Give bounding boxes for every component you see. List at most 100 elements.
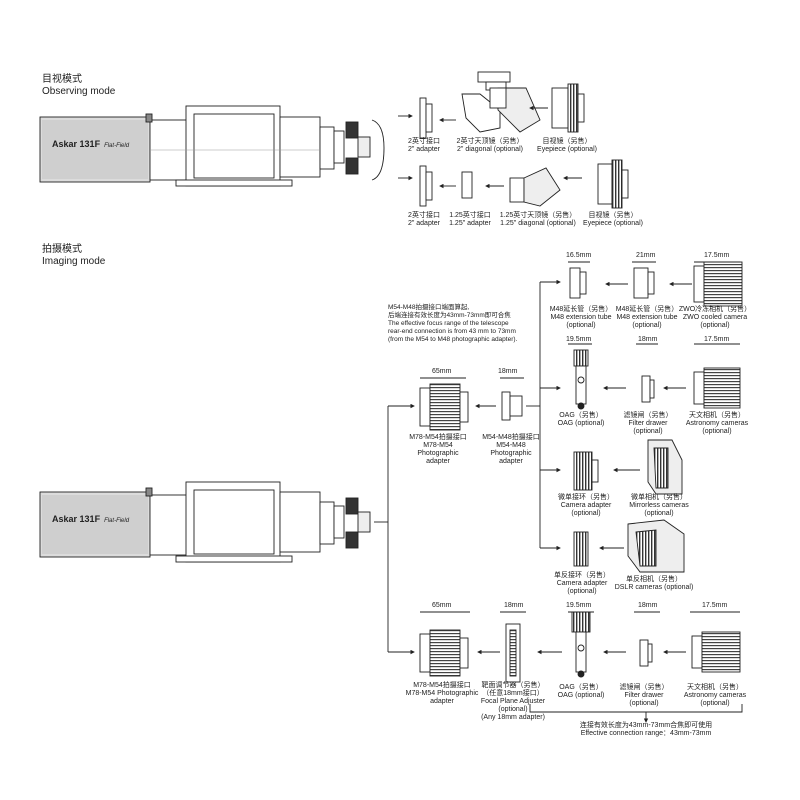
oag-top-cn: OAG（另售） <box>559 412 603 419</box>
focal-plane-cn: 靶面调节器（另售） <box>481 682 545 689</box>
m54-m48-l4: adapter <box>499 458 523 465</box>
m78-m54-adapter-top <box>419 383 469 431</box>
m78-m54-adapter-bottom <box>419 629 469 677</box>
dslr-cam-cn: 单反相机（另售） <box>626 576 682 583</box>
observing-title-cn: 目视模式 <box>42 74 82 85</box>
label-m54-m48: M54-M48拍摄接口 M54-M48 Photographic adapter <box>476 434 546 466</box>
label-ext-16-5: M48延长管（另售） M48 extension tube (optional) <box>546 306 616 330</box>
mirrorless-adapter <box>573 451 599 491</box>
focus-range-note: M54-M48拍摄接口端面算起, 后端连接有效长度为43mm-73mm即可合焦 … <box>388 304 548 344</box>
m78-bottom-l2: M78-M54 Photographic <box>405 690 479 697</box>
dslr-adapter <box>573 531 589 567</box>
dim-19-5mm-b: 19.5mm <box>566 602 592 609</box>
filter-top-en: Filter drawer <box>628 420 668 427</box>
observing-title-en: Observing mode <box>42 86 116 97</box>
filter-drawer-bottom <box>639 639 653 667</box>
adapter-top-cn: 2英寸接口 <box>408 138 440 145</box>
diagonal2-en: 2" diagonal (optional) <box>457 146 523 153</box>
telescope-imaging <box>39 481 371 563</box>
eyepiece-top-cn: 目视镜（另售） <box>542 138 592 145</box>
dslr-camera <box>627 519 685 573</box>
diagonal125-cn: 1.25英寸天顶镜（另售） <box>499 212 577 219</box>
eyepiece-top <box>551 83 585 133</box>
filter-drawer-top <box>641 375 655 403</box>
m78-bottom-l3: adapter <box>430 698 454 705</box>
brand-name: Askar <box>52 139 78 149</box>
ext21-cn: M48延长管（另售） <box>615 306 679 313</box>
telescope-observing <box>39 105 371 187</box>
zwo-cn: ZWO冷冻相机（另售） <box>678 306 752 313</box>
effective-range-bracket <box>529 704 743 713</box>
model-sub-2: Flat-Field <box>104 518 130 524</box>
label-mirrorless-camera: 微单相机（另售） Mirrorless cameras (optional) <box>622 494 696 518</box>
note-line-1: M54-M48拍摄接口端面算起, <box>388 304 470 311</box>
m54-m48-cn: M54-M48拍摄接口 <box>482 434 540 441</box>
zwo-en: ZWO cooled camera <box>682 314 748 321</box>
oag-bottom-cn: OAG（另售） <box>559 684 603 691</box>
adapter125-en: 1.25" adapter <box>449 220 491 227</box>
m48-extension-21 <box>633 267 655 299</box>
label-eyepiece-top: 目视镜（另售） Eyepiece (optional) <box>532 138 602 154</box>
focal-plane-l3: Focal Plane Adjuster <box>480 698 546 705</box>
mirrorless-adapter-cn: 微单接环（另售） <box>558 494 614 501</box>
dim-65mm-top: 65mm <box>432 368 452 375</box>
label-adapter-top: 2英寸接口 2" adapter <box>396 138 452 154</box>
dslr-adapter-cn: 单反接环（另售） <box>554 572 610 579</box>
mirrorless-adapter-opt: (optional) <box>571 510 601 517</box>
dim-16-5mm: 16.5mm <box>566 252 592 259</box>
effective-cn: 连接有效长度为43mm-73mm合焦即可使用 <box>579 722 713 729</box>
note-line-5: (from the M54 to M48 photographic adapte… <box>388 336 518 343</box>
effective-en: Effective connection range：43mm-73mm <box>580 730 712 737</box>
m78-top-cn: M78-M54拍摄接口 <box>409 434 467 441</box>
model-sub: Flat-Field <box>104 143 130 149</box>
label-adapter-125: 1.25英寸接口 1.25" adapter <box>442 212 498 228</box>
filter-bottom-opt: (optional) <box>629 700 659 707</box>
adapter-2in-bottom <box>419 165 433 207</box>
oag-top-en: OAG (optional) <box>557 420 605 427</box>
dim-17-5mm-c: 17.5mm <box>702 602 728 609</box>
filter-top-opt: (optional) <box>633 428 663 435</box>
observing-bracket <box>371 119 385 181</box>
label-effective-range: 连接有效长度为43mm-73mm合焦即可使用 Effective connect… <box>566 722 726 738</box>
label-ext-21: M48延长管（另售） M48 extension tube (optional) <box>612 306 682 330</box>
dim-18mm-d: 18mm <box>638 602 658 609</box>
mirrorless-cam-opt: (optional) <box>644 510 674 517</box>
label-oag-top: OAG（另售） OAG (optional) <box>552 412 610 428</box>
adapter-125in <box>461 171 473 199</box>
dim-18mm-b: 18mm <box>638 336 658 343</box>
label-m78-top: M78-M54拍摄接口 M78-M54 Photographic adapter <box>402 434 474 466</box>
ext165-cn: M48延长管（另售） <box>549 306 613 313</box>
imaging-title-cn: 拍摄模式 <box>42 244 82 255</box>
section-observing-title: 目视模式 Observing mode <box>42 74 115 98</box>
astro-top-opt: (optional) <box>702 428 732 435</box>
note-line-3: The effective focus range of the telesco… <box>388 320 509 327</box>
focal-plane-l2: （任意18mm接口） <box>482 690 544 697</box>
dim-17-5mm-b: 17.5mm <box>704 336 730 343</box>
adapter-bottom-en: 2" adapter <box>407 220 441 227</box>
m78-bottom-cn: M78-M54拍摄接口 <box>413 682 471 689</box>
astro-bottom-en: Astronomy cameras <box>683 692 747 699</box>
label-oag-bottom: OAG（另售） OAG (optional) <box>552 684 610 700</box>
eyepiece-bottom-cn: 目视镜（另售） <box>588 212 638 219</box>
adapter-2in-top <box>419 97 433 139</box>
diagonal2-cn: 2英寸天顶镜（另售） <box>456 138 524 145</box>
focal-plane-l4: (optional) <box>498 706 528 713</box>
mirrorless-adapter-en: Camera adapter <box>560 502 612 509</box>
oag-top <box>573 349 589 410</box>
dim-19-5mm-a: 19.5mm <box>566 336 592 343</box>
ext21-opt: (optional) <box>632 322 662 329</box>
focal-plane-adjuster <box>505 623 521 683</box>
m78-top-l4: adapter <box>426 458 450 465</box>
dim-17-5mm-a: 17.5mm <box>704 252 730 259</box>
m78-top-l3: Photographic <box>417 450 459 457</box>
oag-bottom-en: OAG (optional) <box>557 692 605 699</box>
m54-m48-adapter <box>501 391 523 421</box>
ext165-en: M48 extension tube <box>550 314 612 321</box>
mirrorless-camera <box>647 439 683 495</box>
label-filter-bottom: 滤镜闸（另售） Filter drawer (optional) <box>612 684 676 708</box>
eyepiece-bottom <box>597 159 629 209</box>
section-imaging-title: 拍摄模式 Imaging mode <box>42 244 105 268</box>
diagonal125-en: 1.25" diagonal (optional) <box>500 220 576 227</box>
